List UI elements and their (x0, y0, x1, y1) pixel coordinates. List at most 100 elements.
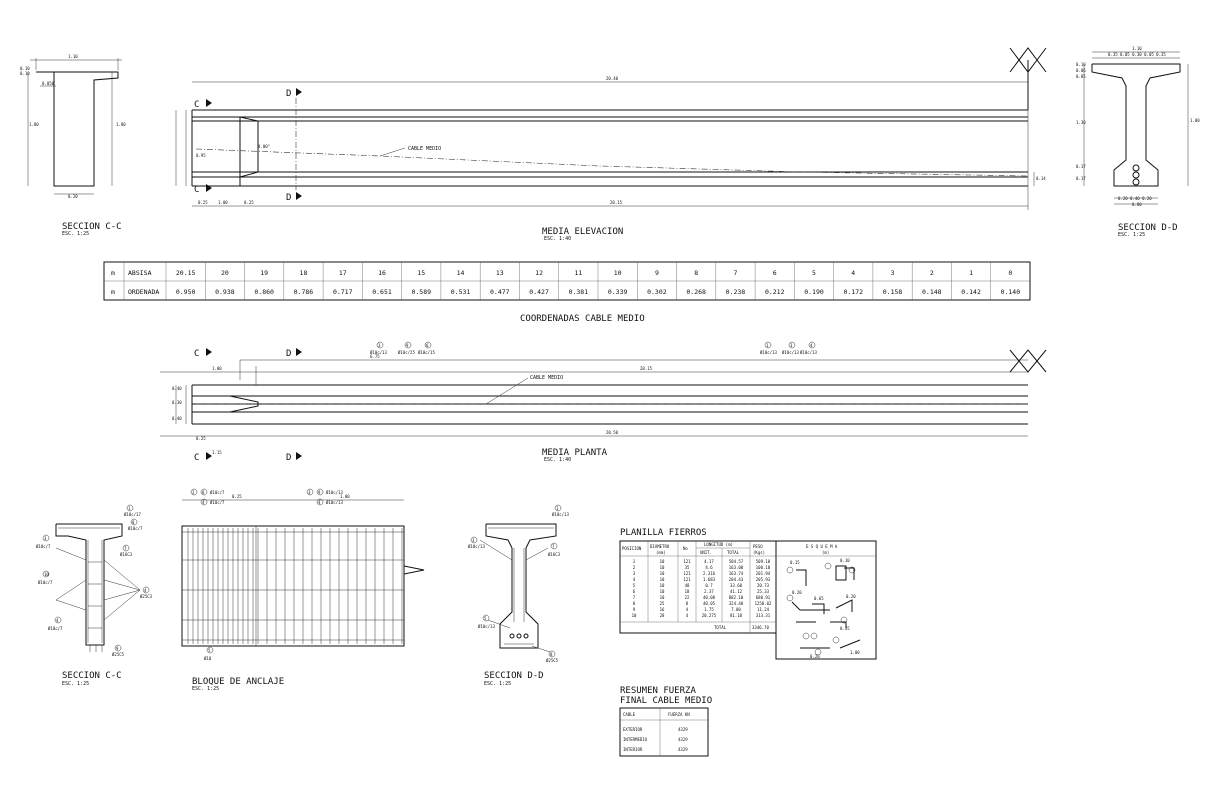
coord-ordinate-cell: 0.531 (451, 288, 471, 296)
svg-text:5: 5 (484, 616, 487, 621)
svg-text:4.00°: 4.00° (258, 144, 270, 149)
coord-ordinate-cell: 0.212 (765, 288, 785, 296)
coord-abscissa-cell: 15 (417, 269, 425, 277)
planilla-cell-unit: 0.7 (705, 583, 713, 588)
svg-text:1.80: 1.80 (1190, 118, 1200, 123)
svg-text:3: 3 (308, 490, 311, 495)
planilla-cell-peso: 20.73 (757, 583, 770, 588)
planilla-cell-n: 121 (683, 571, 691, 576)
planilla-cell-diam: 10 (660, 571, 665, 576)
svg-text:1.00: 1.00 (850, 650, 860, 655)
coord-unit-1: m (111, 269, 115, 277)
coord-abscissa-cell: 4 (851, 269, 855, 277)
plan-cut-mark-c-bottom: C (194, 453, 199, 463)
svg-text:10: 10 (44, 572, 49, 577)
svg-text:5: 5 (208, 648, 211, 653)
coord-ordinate-cell: 0.268 (686, 288, 706, 296)
coordinates-table-title: COORDENADAS CABLE MEDIO (520, 314, 645, 324)
planilla-cell-n: 121 (683, 577, 691, 582)
coord-abscissa-cell: 13 (496, 269, 504, 277)
planilla-cell-total: 33.60 (730, 583, 743, 588)
planilla-cell-unit: 1.683 (703, 577, 716, 582)
planilla-cell-peso: 25.33 (757, 589, 770, 594)
planilla-esquema: E S Q U E M A (m) 0.15 0.10 0.20 0.65 0.… (775, 540, 877, 660)
coord-abscissa-cell: 2 (930, 269, 934, 277)
svg-text:Ø10c/13: Ø10c/13 (760, 350, 777, 355)
svg-text:1: 1 (766, 343, 769, 348)
svg-text:Ø10c/13: Ø10c/13 (468, 544, 485, 549)
svg-text:0.10: 0.10 (840, 558, 850, 563)
plan-title: MEDIA PLANTA (542, 448, 608, 458)
planilla-cell-diam: 10 (660, 589, 665, 594)
planilla-cell-peso: 201.94 (756, 571, 771, 576)
planilla-cell-n: 35 (685, 565, 690, 570)
planilla-cell-total: 81.10 (730, 613, 743, 618)
planilla-cell-pos: 7 (633, 595, 636, 600)
resumen-cell-cable: EXTERIOR (623, 727, 643, 732)
svg-text:Ø10c/13: Ø10c/13 (478, 624, 495, 629)
planilla-cell-n: 121 (683, 559, 691, 564)
planilla-cell-n: 48 (685, 583, 690, 588)
section-dd-bottom-title: SECCION D-D (484, 671, 544, 681)
svg-text:0.25: 0.25 (232, 494, 242, 499)
coord-abscissa-cell: 3 (891, 269, 895, 277)
svg-text:9: 9 (406, 343, 409, 348)
svg-text:0.40: 0.40 (172, 416, 182, 421)
planilla-table: POSICION DIAMETRO (mm) No LONGITUD (m) U… (619, 540, 777, 634)
section-cc-top-title: SECCION C-C (62, 222, 122, 232)
esquema-unit: (m) (822, 550, 829, 555)
planilla-cell-diam: 25 (660, 601, 665, 606)
section-dd-bottom-scale: ESC. 1:25 (484, 681, 511, 687)
coord-abscissa-cell: 5 (812, 269, 816, 277)
svg-text:Ø25C5: Ø25C5 (546, 658, 559, 663)
planilla-h-n: No (683, 546, 688, 551)
planilla-cell-unit: 40.08 (703, 595, 716, 600)
planilla-cell-total: 324.40 (729, 601, 744, 606)
coord-abscissa-cell: 14 (457, 269, 465, 277)
elevation-title: MEDIA ELEVACION (542, 227, 623, 237)
cut-arrow-d-bottom (296, 192, 302, 200)
planilla-cell-pos: 9 (633, 607, 636, 612)
coord-abscissa-cell: 11 (574, 269, 582, 277)
planilla-cell-unit: 2.316 (703, 571, 716, 576)
svg-text:4: 4 (202, 500, 205, 505)
svg-text:0.20: 0.20 (68, 194, 78, 199)
svg-text:Ø16C3: Ø16C3 (548, 552, 561, 557)
svg-text:1.00: 1.00 (218, 200, 228, 205)
planilla-cell-peso: 100.10 (756, 565, 771, 570)
svg-text:0.25: 0.25 (198, 200, 208, 205)
planilla-cell-pos: 2 (633, 565, 636, 570)
coordinates-table: m m ABSISA ORDENADA 20.150.950200.938190… (103, 261, 1031, 301)
svg-text:0.15: 0.15 (790, 560, 800, 565)
svg-text:0.06: 0.06 (1076, 68, 1086, 73)
coord-abscissa-cell: 17 (339, 269, 347, 277)
svg-text:Ø10c/7: Ø10c/7 (210, 490, 225, 495)
anchorage-block-drawing: 0.25 1.00 2 8 Ø10c/7 4 Ø10c/7 3 9 Ø10c/1… (181, 488, 425, 661)
plan-scale: ESC. 1:40 (544, 457, 571, 463)
coord-abscissa-cell: 20 (221, 269, 229, 277)
resumen-col-fuerza: FUERZA KN (668, 712, 690, 717)
planilla-h-long: LONGITUD (m) (704, 542, 733, 547)
coord-ordinate-cell: 0.860 (254, 288, 274, 296)
svg-text:0.10: 0.10 (20, 66, 30, 71)
cut-mark-c-bottom: C (194, 185, 199, 195)
svg-text:Ø25C3: Ø25C3 (140, 594, 153, 599)
svg-text:0.20: 0.20 (810, 654, 820, 659)
coord-abscissa-cell: 8 (694, 269, 698, 277)
svg-text:4: 4 (144, 588, 147, 593)
cut-arrow-d-top (296, 88, 302, 96)
svg-text:0.17: 0.17 (1076, 176, 1086, 181)
svg-text:0.25: 0.25 (196, 436, 206, 441)
svg-text:Ø10c/25: Ø10c/25 (398, 350, 415, 355)
section-dd-top-title: SECCION D-D (1118, 223, 1178, 233)
planilla-cell-unit: 4.17 (704, 559, 714, 564)
plan-cut-arrow-c-bottom (206, 452, 212, 460)
svg-text:1.30: 1.30 (1076, 120, 1086, 125)
planilla-cell-pos: 5 (633, 583, 636, 588)
elevation-drawing: CABLE MEDIO 20.40 20.15 0.25 1.00 0.25 0… (175, 47, 1047, 210)
coord-ordinate-cell: 0.339 (608, 288, 628, 296)
svg-text:Ø10c/13: Ø10c/13 (782, 350, 799, 355)
resumen-cell-fuerza: 4329 (678, 727, 688, 732)
coord-abscissa-cell: 0 (1008, 269, 1012, 277)
svg-text:Ø10c/13: Ø10c/13 (552, 512, 569, 517)
